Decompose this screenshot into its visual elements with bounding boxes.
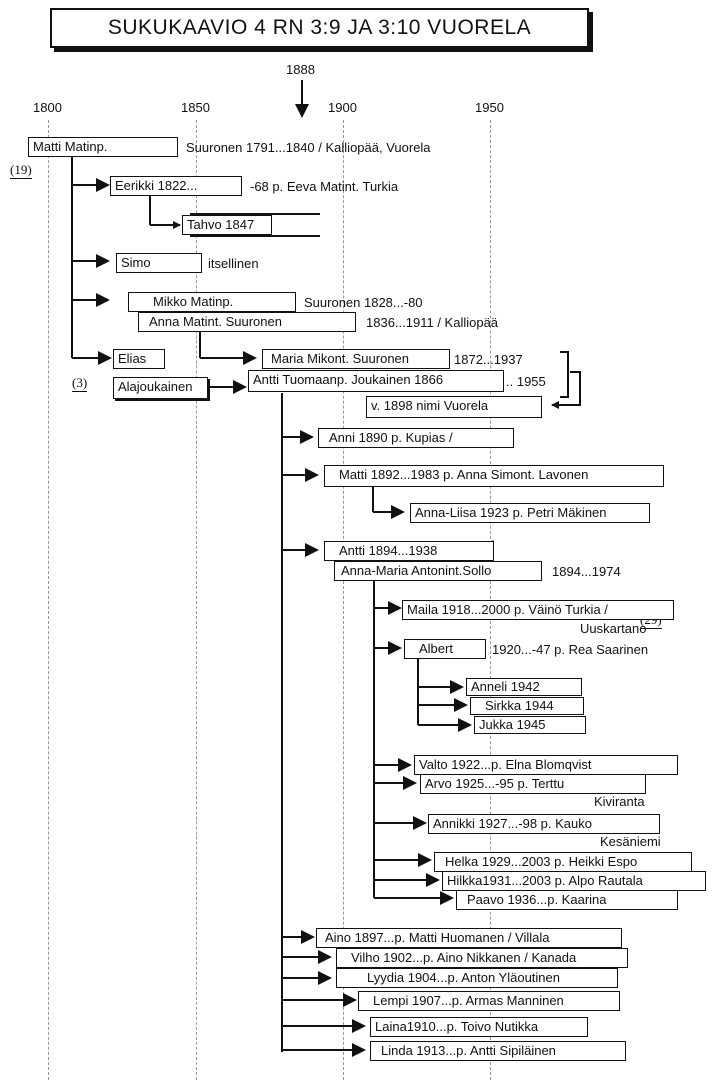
person-tahvo: Tahvo 1847 — [182, 215, 272, 235]
person-mikko: Mikko Matinp. — [128, 292, 296, 312]
note-arvo: Kiviranta — [594, 794, 645, 809]
ref-3: (3) — [72, 375, 88, 392]
person-antti-tuomaanp: Antti Tuomaanp. Joukainen 1866 — [248, 370, 504, 392]
year-1800: 1800 — [33, 100, 62, 115]
note-eerikki: -68 p. Eeva Matint. Turkia — [250, 179, 399, 194]
person-lyydia: Lyydia 1904...p. Anton Yläoutinen — [336, 968, 618, 988]
note-anna-matint: 1836...1911 / Kalliopää — [366, 315, 499, 330]
note-vuorela-name: v. 1898 nimi Vuorela — [366, 396, 542, 418]
person-sirkka: Sirkka 1944 — [470, 697, 584, 715]
gridline-1900 — [343, 120, 344, 1080]
note-simo: itsellinen — [208, 256, 259, 271]
note-antti-tuomaanp: .. 1955 — [506, 374, 546, 389]
person-maria-mikont: Maria Mikont. Suuronen — [262, 349, 450, 369]
person-albert: Albert — [404, 639, 486, 659]
marker-year: 1888 — [286, 62, 315, 77]
year-1950: 1950 — [475, 100, 504, 115]
gridline-1800 — [48, 120, 49, 1080]
person-vilho: Vilho 1902...p. Aino Nikkanen / Kanada — [336, 948, 628, 968]
person-anna-matint: Anna Matint. Suuronen — [138, 312, 356, 332]
note-maria-mikont: 1872...1937 — [454, 352, 523, 367]
note-annikki: Kesäniemi — [600, 834, 661, 849]
person-elias: Elias — [113, 349, 165, 369]
person-matti-matinp: Matti Matinp. — [28, 137, 178, 157]
person-alajoukainen: Alajoukainen — [113, 377, 208, 399]
year-1850: 1850 — [181, 100, 210, 115]
note-anna-maria: 1894...1974 — [552, 564, 621, 579]
person-anna-liisa: Anna-Liisa 1923 p. Petri Mäkinen — [410, 503, 650, 523]
person-paavo: Paavo 1936...p. Kaarina — [456, 890, 678, 910]
person-linda: Linda 1913...p. Antti Sipiläinen — [370, 1041, 626, 1061]
person-aino: Aino 1897...p. Matti Huomanen / Villala — [316, 928, 622, 948]
person-antti-1894: Antti 1894...1938 — [324, 541, 494, 561]
person-maila: Maila 1918...2000 p. Väinö Turkia / — [402, 600, 674, 620]
person-valto: Valto 1922...p. Elna Blomqvist — [414, 755, 678, 775]
person-hilkka: Hilkka1931...2003 p. Alpo Rautala — [442, 871, 706, 891]
gridline-1850 — [196, 120, 197, 1080]
note-matti-matinp: Suuronen 1791...1840 / Kalliopää, Vuorel… — [186, 140, 431, 155]
person-matti-1892: Matti 1892...1983 p. Anna Simont. Lavone… — [324, 465, 664, 487]
person-anneli: Anneli 1942 — [466, 678, 582, 696]
person-helka: Helka 1929...2003 p. Heikki Espo — [434, 852, 692, 872]
person-annikki: Annikki 1927...-98 p. Kauko — [428, 814, 660, 834]
ref-19: (19) — [10, 162, 32, 179]
person-eerikki: Eerikki 1822... — [110, 176, 242, 196]
person-arvo: Arvo 1925...-95 p. Terttu — [420, 774, 646, 794]
person-laina: Laina1910...p. Toivo Nutikka — [370, 1017, 588, 1037]
year-1900: 1900 — [328, 100, 357, 115]
chart-title: SUKUKAAVIO 4 RN 3:9 JA 3:10 VUORELA — [50, 8, 589, 48]
person-anna-maria: Anna-Maria Antonint.Sollo — [334, 561, 542, 581]
note-maila: Uuskartano — [580, 621, 647, 636]
person-simo: Simo — [116, 253, 202, 273]
person-lempi: Lempi 1907...p. Armas Manninen — [358, 991, 620, 1011]
note-mikko: Suuronen 1828...-80 — [304, 295, 423, 310]
person-jukka: Jukka 1945 — [474, 716, 586, 734]
note-albert: 1920...-47 p. Rea Saarinen — [492, 642, 649, 657]
person-anni: Anni 1890 p. Kupias / — [318, 428, 514, 448]
